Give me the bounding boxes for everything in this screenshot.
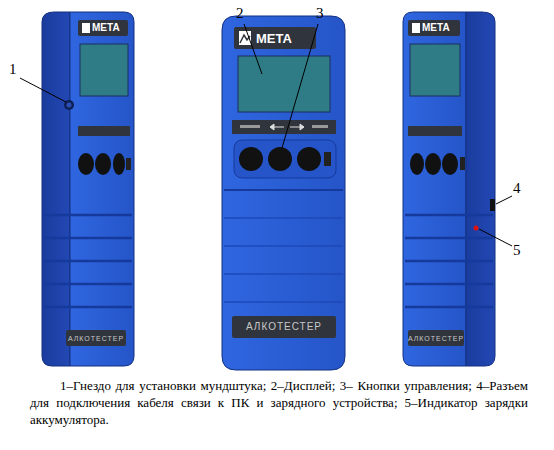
left-view [42, 12, 134, 366]
callout-number: 4 [513, 181, 521, 196]
device-name-plate: АЛКОТЕСТЕР [68, 335, 124, 342]
device-name-plate: АЛКОТЕСТЕР [246, 322, 322, 332]
front-view [222, 16, 345, 370]
right-view [403, 12, 495, 366]
callout-number: 1 [9, 62, 17, 77]
figure-caption: 1–Гнездо для установки мундштука; 2–Дисп… [30, 377, 528, 428]
device-name-plate: АЛКОТЕСТЕР [408, 335, 464, 342]
callout-number: 3 [316, 6, 324, 21]
callout-number: 5 [513, 243, 521, 258]
brand-logo: МЕТА [92, 23, 120, 33]
callout-number: 2 [236, 6, 244, 21]
brand-logo: МЕТА [256, 32, 292, 45]
brand-logo: МЕТА [422, 23, 450, 33]
leader-lines [20, 24, 512, 246]
